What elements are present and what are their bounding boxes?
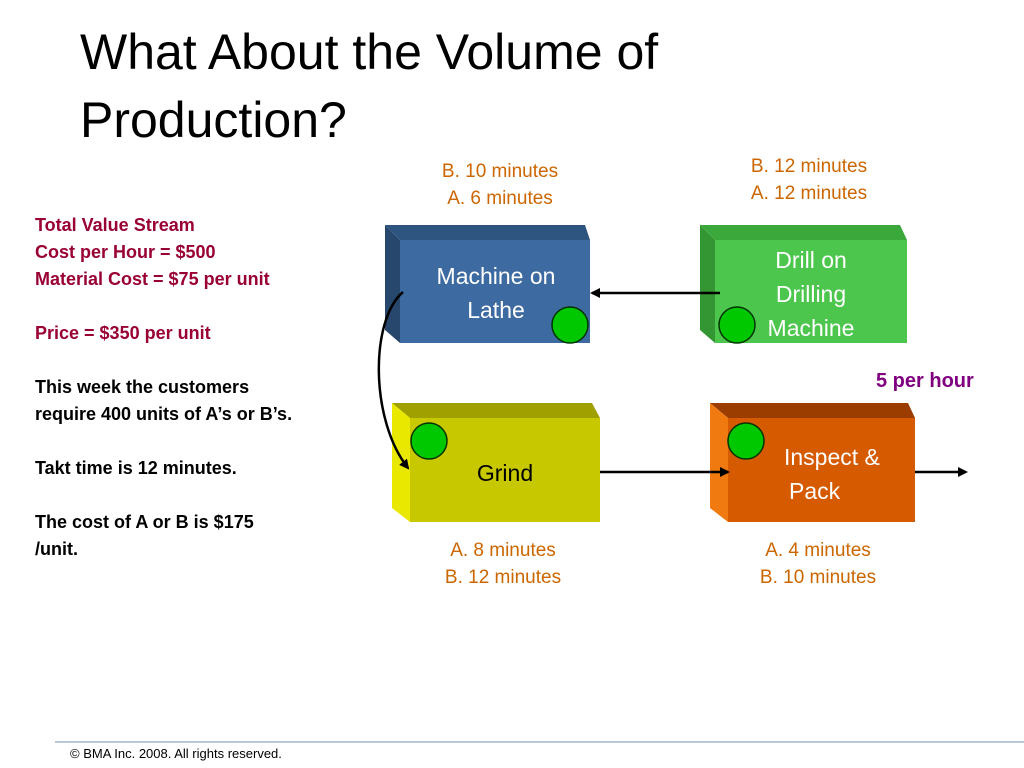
lathe-to-grind-arrow bbox=[377, 291, 410, 470]
title-line-1: What About the Volume of bbox=[80, 24, 659, 80]
drill-time-a: A. 12 minutes bbox=[750, 183, 868, 204]
inspect-time-a: A. 4 minutes bbox=[765, 540, 871, 561]
info-price: Price = $350 per unit bbox=[35, 323, 211, 343]
grind-label: Grind bbox=[450, 456, 560, 490]
info-customers-line1: This week the customers bbox=[35, 377, 250, 397]
title-line-2: Production? bbox=[80, 92, 347, 148]
grind-label-line1: Grind bbox=[476, 460, 534, 486]
info-material-cost: Material Cost = $75 per unit bbox=[35, 269, 270, 289]
drill-label: Drill on Drilling Machine bbox=[730, 243, 892, 345]
info-customers-line2: require 400 units of A’s or B’s. bbox=[35, 404, 293, 424]
grind-times: A. 8 minutes B. 12 minutes bbox=[418, 537, 588, 591]
value-stream-info: Total Value Stream Cost per Hour = $500 … bbox=[35, 212, 380, 563]
inspect-label-line1: Inspect & bbox=[784, 444, 880, 470]
page-title: What About the Volume of Production? bbox=[80, 18, 880, 154]
info-cost-line1: The cost of A or B is $175 bbox=[35, 512, 254, 532]
lathe-box bbox=[385, 225, 590, 343]
grind-time-b: B. 12 minutes bbox=[444, 567, 562, 588]
copyright-footer: © BMA Inc. 2008. All rights reserved. bbox=[70, 746, 282, 761]
info-takt-time: Takt time is 12 minutes. bbox=[35, 458, 237, 478]
lathe-label-line1: Machine on bbox=[436, 263, 556, 289]
output-rate: 5 per hour bbox=[876, 370, 974, 392]
grind-time-a: A. 8 minutes bbox=[450, 540, 556, 561]
lathe-time-a: A. 6 minutes bbox=[447, 188, 553, 209]
info-cost-per-hour: Cost per Hour = $500 bbox=[35, 242, 216, 262]
drill-label-line3: Machine bbox=[767, 315, 855, 341]
lathe-time-b: B. 10 minutes bbox=[441, 161, 559, 182]
lathe-operator-icon bbox=[551, 306, 589, 344]
drill-times: B. 12 minutes A. 12 minutes bbox=[724, 153, 894, 207]
inspect-operator-icon bbox=[727, 422, 765, 460]
info-cost-line2: /unit. bbox=[35, 539, 78, 559]
inspect-label: Inspect & Pack bbox=[780, 440, 910, 508]
grind-operator-icon bbox=[410, 422, 448, 460]
drill-time-b: B. 12 minutes bbox=[750, 156, 868, 177]
drill-label-line1: Drill on bbox=[775, 247, 847, 273]
footer-divider bbox=[55, 741, 1024, 743]
inspect-label-line2: Pack bbox=[789, 478, 841, 504]
drill-label-line2: Drilling bbox=[775, 281, 847, 307]
lathe-label-line2: Lathe bbox=[467, 297, 525, 323]
lathe-label: Machine on Lathe bbox=[410, 259, 582, 327]
inspect-times: A. 4 minutes B. 10 minutes bbox=[733, 537, 903, 591]
inspect-time-b: B. 10 minutes bbox=[759, 567, 877, 588]
lathe-times: B. 10 minutes A. 6 minutes bbox=[415, 158, 585, 212]
info-total-value-stream: Total Value Stream bbox=[35, 215, 195, 235]
drill-operator-icon bbox=[718, 306, 756, 344]
